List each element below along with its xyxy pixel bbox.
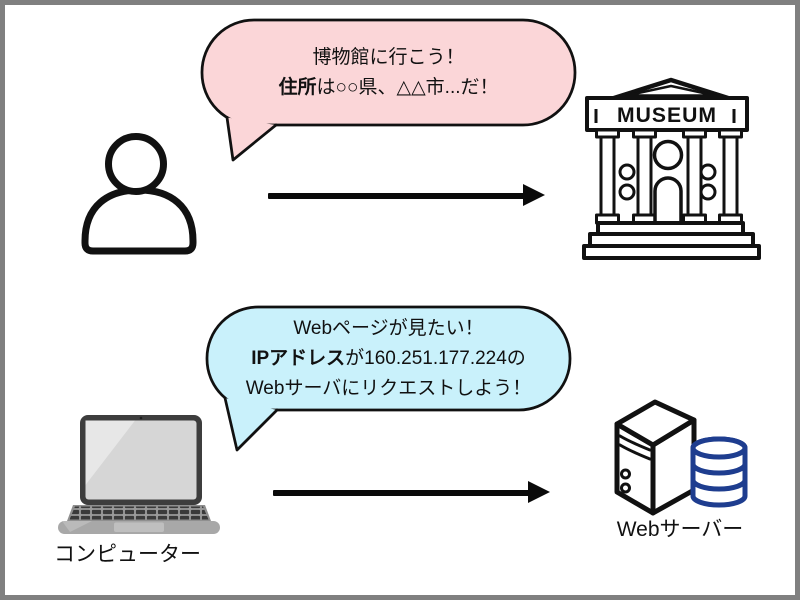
column-shaft — [599, 135, 616, 217]
blue-bubble-body — [205, 305, 572, 412]
museum-dot — [618, 183, 636, 201]
server-with-database-icon — [614, 399, 748, 516]
server-vent-line — [618, 434, 652, 452]
computer-label: コンピューター — [54, 543, 201, 566]
server-button — [620, 468, 631, 480]
arrow-head — [528, 481, 550, 503]
column-shaft — [636, 135, 653, 217]
server-label: Webサーバー — [616, 518, 744, 541]
blue-bubble-line-3: Webサーバにリクエストしよう！ — [245, 377, 532, 399]
blue-bubble-line-2: IPアドレスが160.251.177.224の — [251, 344, 526, 374]
laptop-screen-shine — [85, 420, 135, 485]
arrow-shaft — [268, 192, 526, 199]
flow-arrow-top — [268, 184, 545, 207]
person-head — [105, 133, 167, 195]
pink-bubble-line-2: 住所は○○県、△△市...だ！ — [278, 73, 498, 103]
address-rest: は○○県、△△市...だ！ — [316, 76, 499, 98]
laptop-icon — [58, 415, 220, 534]
pink-bubble-line-1: 博物館に行こう！ — [312, 46, 465, 68]
pink-bubble-tail-outline — [225, 116, 278, 162]
person-icon — [81, 133, 197, 255]
blue-bubble-tail-outline — [223, 396, 279, 452]
pink-bubble-body — [200, 18, 577, 127]
database-ring — [690, 463, 748, 476]
blue-bubble-tail-fill — [225, 398, 277, 450]
blue-bubble-line-1: Webページが見たい！ — [293, 317, 484, 339]
column-shaft — [722, 135, 739, 217]
blue-speech-bubble — [205, 305, 572, 452]
laptop-keys — [69, 506, 209, 520]
museum-step — [582, 244, 761, 260]
arrow-head — [523, 184, 545, 206]
laptop-trackpad — [114, 522, 164, 532]
museum-round-window — [652, 139, 684, 171]
person-body — [81, 186, 197, 255]
address-keyword: 住所 — [278, 76, 317, 98]
museum-dot — [699, 163, 717, 181]
museum-door — [653, 176, 683, 223]
database-icon — [690, 436, 748, 508]
pink-bubble-text: 博物館に行こう！ 住所は○○県、△△市...だ！ — [202, 20, 575, 125]
museum-banner-text: MUSEUM — [617, 104, 717, 127]
museum-dot — [699, 183, 717, 201]
museum-icon: MUSEUM — [582, 77, 761, 260]
flow-arrow-bottom — [273, 481, 550, 504]
museum-roof-inner — [625, 84, 717, 97]
museum-banner — [585, 96, 749, 132]
blue-bubble-text: Webページが見たい！ IPアドレスが160.251.177.224の Webサ… — [207, 307, 570, 410]
laptop-base-shine — [62, 521, 92, 532]
museum-dot — [618, 163, 636, 181]
database-top — [690, 436, 748, 460]
server-vent-line — [618, 443, 652, 461]
database-ring — [690, 479, 748, 492]
ip-address-rest: が160.251.177.224の — [345, 347, 526, 369]
pink-bubble-tail-fill — [227, 117, 276, 160]
ip-address-keyword: IPアドレス — [251, 347, 346, 369]
column-shaft — [686, 135, 703, 217]
laptop-camera-dot — [139, 416, 143, 420]
server-button — [620, 482, 631, 494]
server-top-face — [614, 399, 697, 448]
arrow-shaft — [273, 489, 531, 496]
pink-speech-bubble — [200, 18, 577, 162]
